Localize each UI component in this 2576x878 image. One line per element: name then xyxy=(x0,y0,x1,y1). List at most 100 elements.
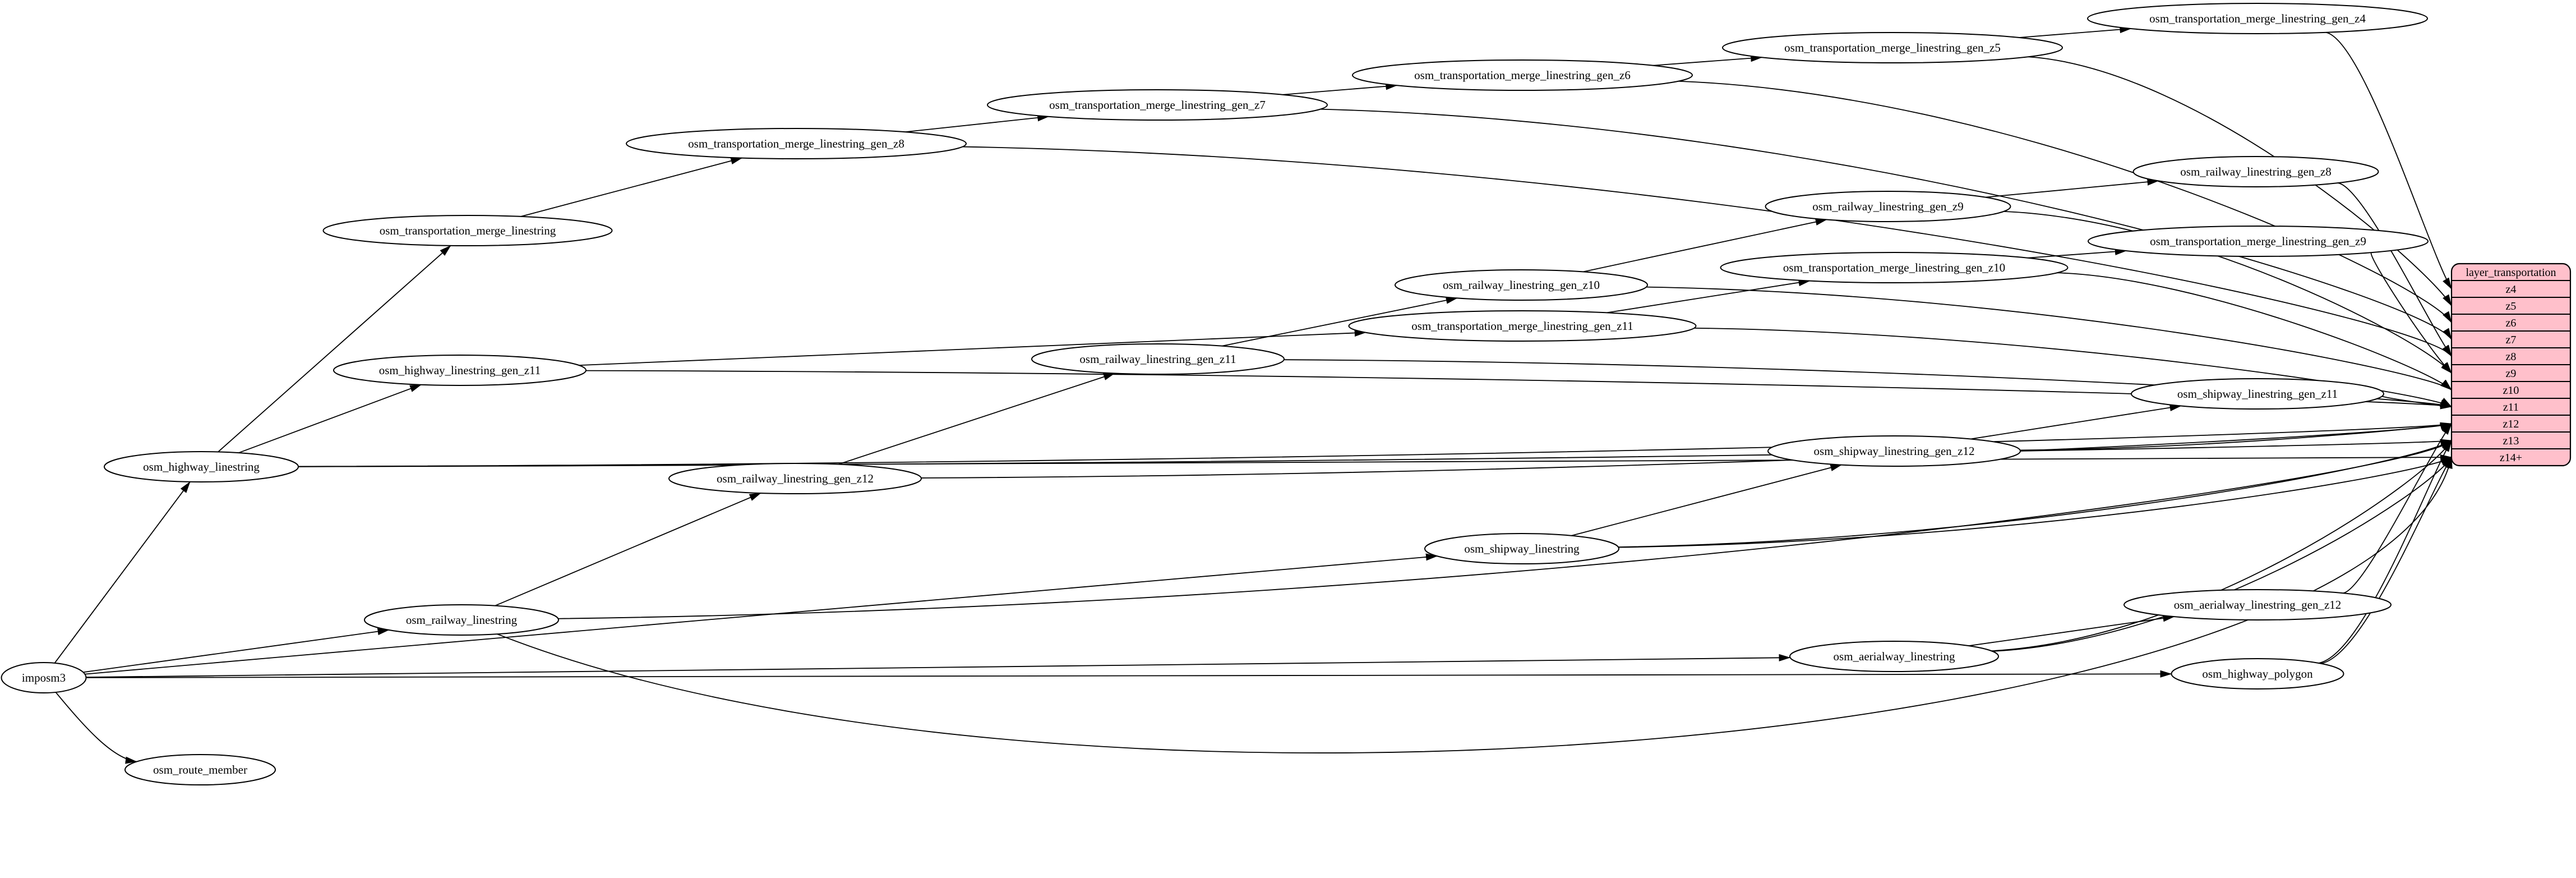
layer-row-label: z10 xyxy=(2503,384,2519,397)
etl-edge xyxy=(962,146,2452,357)
edges-layer xyxy=(54,26,2453,764)
etl-edge xyxy=(1991,440,2452,652)
layer-row-label: z7 xyxy=(2506,334,2517,346)
layer-row-label: z6 xyxy=(2506,317,2517,329)
etl-edge xyxy=(585,370,2452,408)
table-node-shape xyxy=(1765,191,2011,222)
etl-edge xyxy=(2343,423,2452,594)
table-node-shape xyxy=(364,604,559,636)
layer-row-label: z9 xyxy=(2506,367,2517,380)
table-node-shape xyxy=(1767,435,2021,467)
etl-edge xyxy=(2370,252,2452,374)
layer-row-label: z12 xyxy=(2503,418,2519,430)
table-node-label: osm_transportation_merge_linestring_gen_… xyxy=(2150,235,2366,248)
table-node-shape xyxy=(1722,32,2063,63)
etl-edge xyxy=(1582,218,1827,273)
etl-edge xyxy=(1606,279,1811,314)
table-node-shape xyxy=(1031,343,1285,375)
table-node: osm_aerialway_linestring xyxy=(1789,641,1999,672)
table-node-label: osm_railway_linestring_gen_z10 xyxy=(1443,278,1600,292)
table-node-shape xyxy=(1424,533,1619,564)
etl-edge xyxy=(904,114,1050,133)
table-node: osm_transportation_merge_linestring_gen_… xyxy=(1722,32,2063,63)
table-node: osm_railway_linestring_gen_z8 xyxy=(2132,156,2379,187)
table-node-shape xyxy=(987,89,1328,121)
table-node: osm_railway_linestring_gen_z10 xyxy=(1395,269,1648,301)
etl-edge xyxy=(579,329,1367,366)
table-node-shape xyxy=(2088,226,2429,257)
table-node: osm_transportation_merge_linestring_gen_… xyxy=(1720,252,2069,283)
etl-edge xyxy=(520,157,743,217)
layer-row-label: z11 xyxy=(2503,401,2519,413)
etl-edge xyxy=(921,423,2452,479)
table-node-shape xyxy=(2132,156,2379,187)
etl-edge xyxy=(54,481,191,664)
table-node-shape xyxy=(333,355,587,386)
table-node-label: osm_shipway_linestring_gen_z12 xyxy=(1814,444,1975,458)
table-node-shape xyxy=(1395,269,1648,301)
layer-row-label: z4 xyxy=(2506,283,2517,296)
table-node: osm_shipway_linestring xyxy=(1424,533,1619,564)
table-node-label: osm_highway_polygon xyxy=(2202,667,2313,681)
table-node-label: imposm3 xyxy=(22,671,66,684)
layer-row-label: z5 xyxy=(2506,300,2517,312)
table-node-shape xyxy=(2131,378,2384,410)
table-node: osm_shipway_linestring_gen_z12 xyxy=(1767,435,2021,467)
table-node: osm_railway_linestring xyxy=(364,604,559,636)
table-node-label: osm_railway_linestring_gen_z8 xyxy=(2180,165,2331,178)
etl-edge xyxy=(1985,178,2159,198)
table-node-shape xyxy=(668,463,922,494)
table-node-label: osm_aerialway_linestring_gen_z12 xyxy=(2174,598,2342,612)
table-node-shape xyxy=(322,215,613,246)
etl-edge xyxy=(1970,404,2182,440)
table-node-shape xyxy=(2087,3,2428,34)
layer-node-title: layer_transportation xyxy=(2466,266,2556,279)
table-node: osm_transportation_merge_linestring_gen_… xyxy=(1352,59,1693,91)
table-node-label: osm_transportation_merge_linestring_gen_… xyxy=(1783,261,2005,274)
etl-edge xyxy=(85,553,1438,675)
table-node-label: osm_transportation_merge_linestring_gen_… xyxy=(1414,68,1631,82)
etl-edge xyxy=(2338,182,2452,357)
table-node-label: osm_transportation_merge_linestring_gen_… xyxy=(2149,12,2366,25)
etl-edge xyxy=(1284,359,2452,407)
table-node: osm_transportation_merge_linestring_gen_… xyxy=(626,128,967,159)
table-node: osm_transportation_merge_linestring_gen_… xyxy=(1348,310,1697,342)
etl-edge xyxy=(2003,210,2452,374)
table-node-label: osm_transportation_merge_linestring_gen_… xyxy=(1784,41,2001,54)
etl-edge xyxy=(2019,26,2132,38)
table-node: osm_transportation_merge_linestring xyxy=(322,215,613,246)
table-node-label: osm_transportation_merge_linestring_gen_… xyxy=(688,137,904,150)
table-node: osm_highway_polygon xyxy=(2171,658,2344,689)
etl-edge xyxy=(1618,440,2452,548)
etl-edge xyxy=(83,628,390,673)
table-node: osm_shipway_linestring_gen_z11 xyxy=(2131,378,2384,410)
etl-edge xyxy=(1652,54,1763,66)
etl-edge xyxy=(1678,80,2452,323)
table-node-label: osm_transportation_merge_linestring_gen_… xyxy=(1049,98,1266,112)
table-node: osm_transportation_merge_linestring_gen_… xyxy=(987,89,1328,121)
table-node-shape xyxy=(1,662,87,693)
etl-edge xyxy=(1571,464,1843,536)
etl-edge xyxy=(55,692,137,764)
table-node-label: osm_railway_linestring_gen_z11 xyxy=(1079,352,1236,366)
table-node-label: osm_shipway_linestring xyxy=(1464,542,1580,555)
etl-edge xyxy=(298,454,2452,467)
table-node: imposm3 xyxy=(1,662,87,693)
table-node-shape xyxy=(626,128,967,159)
etl-edge xyxy=(2318,440,2452,664)
etl-edge xyxy=(1282,82,1398,95)
table-node: osm_transportation_merge_linestring_gen_… xyxy=(2087,3,2428,34)
table-node-shape xyxy=(1352,59,1693,91)
etl-edge xyxy=(2325,31,2452,289)
table-node-label: osm_transportation_merge_linestring xyxy=(380,224,556,237)
table-node-label: osm_aerialway_linestring xyxy=(1834,650,1955,663)
table-node-label: osm_route_member xyxy=(153,763,247,776)
etl-edge xyxy=(1694,327,2452,407)
table-node-label: osm_railway_linestring xyxy=(406,613,518,627)
etl-edge xyxy=(838,373,1115,465)
etl-edge xyxy=(238,384,422,453)
etl-edge xyxy=(86,654,1791,678)
table-node-shape xyxy=(1789,641,1999,672)
table-node-label: osm_highway_linestring_gen_z11 xyxy=(379,364,541,377)
